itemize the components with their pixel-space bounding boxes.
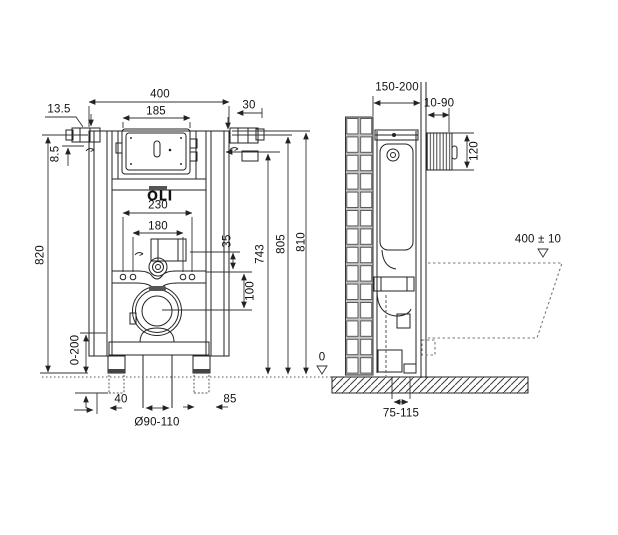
dim-button-height: 120: [468, 141, 481, 161]
dim-top-offset: 13.5: [47, 103, 71, 116]
dim-bowl-height: 400 ± 10: [514, 233, 562, 246]
level-marker-icon: [537, 248, 549, 258]
frame-rails: [88, 130, 230, 357]
outlet-bend: [129, 286, 182, 343]
dim-overall-width: 400: [150, 88, 170, 101]
brick-wall: [345, 116, 374, 376]
dim-button-depth: 10-90: [423, 97, 455, 110]
dim-leg-adjustment: 0-200: [69, 334, 82, 366]
cistern-side: [379, 143, 414, 251]
dim-frame-height: 820: [34, 245, 47, 265]
lower-crossbar: [108, 341, 210, 356]
dim-inlet-drop: 35: [221, 234, 234, 248]
dim-offset-left: 40: [114, 393, 128, 406]
dim-fixing-inner: 180: [148, 220, 168, 233]
front-view-dimensions: [40, 99, 332, 414]
cistern-access-panel: [115, 128, 198, 179]
dim-fixing-outer: 230: [148, 199, 168, 212]
outlet-pipe: [142, 355, 173, 408]
dim-height-810: 810: [295, 232, 308, 252]
dim-height-743: 743: [254, 244, 267, 264]
outlet-connector-side: [377, 349, 403, 373]
side-view: [331, 82, 563, 394]
dim-panel-top-inset: 8.5: [49, 145, 62, 163]
datum-marker-icon: [316, 365, 328, 375]
dim-height-805: 805: [275, 234, 288, 254]
dim-panel-width: 185: [146, 105, 166, 118]
water-inlet-fitting: [148, 238, 187, 277]
side-view-dimensions: [316, 96, 549, 405]
dim-bracket-extension: 30: [242, 99, 256, 112]
floor-section: [331, 376, 529, 394]
wall-bracket-right: [229, 127, 265, 162]
toilet-bowl-outline: [421, 262, 563, 356]
flush-button-housing: [426, 132, 458, 171]
dim-outlet-distance: 75-115: [382, 407, 420, 420]
finished-wall-panel: [420, 82, 427, 378]
flush-button-slot: [153, 140, 161, 158]
brand-logo: OLI: [147, 189, 173, 205]
frame-profile: [373, 129, 419, 376]
adjustable-feet: [107, 355, 211, 394]
dim-outlet-diameter: Ø90-110: [134, 416, 180, 429]
dim-outlet-drop: 100: [244, 281, 257, 301]
dim-install-depth: 150-200: [375, 81, 419, 94]
dim-offset-right: 85: [223, 393, 237, 406]
front-view: [65, 127, 265, 408]
dim-floor-datum: 0: [318, 351, 326, 364]
clip-mark-icon: [85, 147, 239, 256]
